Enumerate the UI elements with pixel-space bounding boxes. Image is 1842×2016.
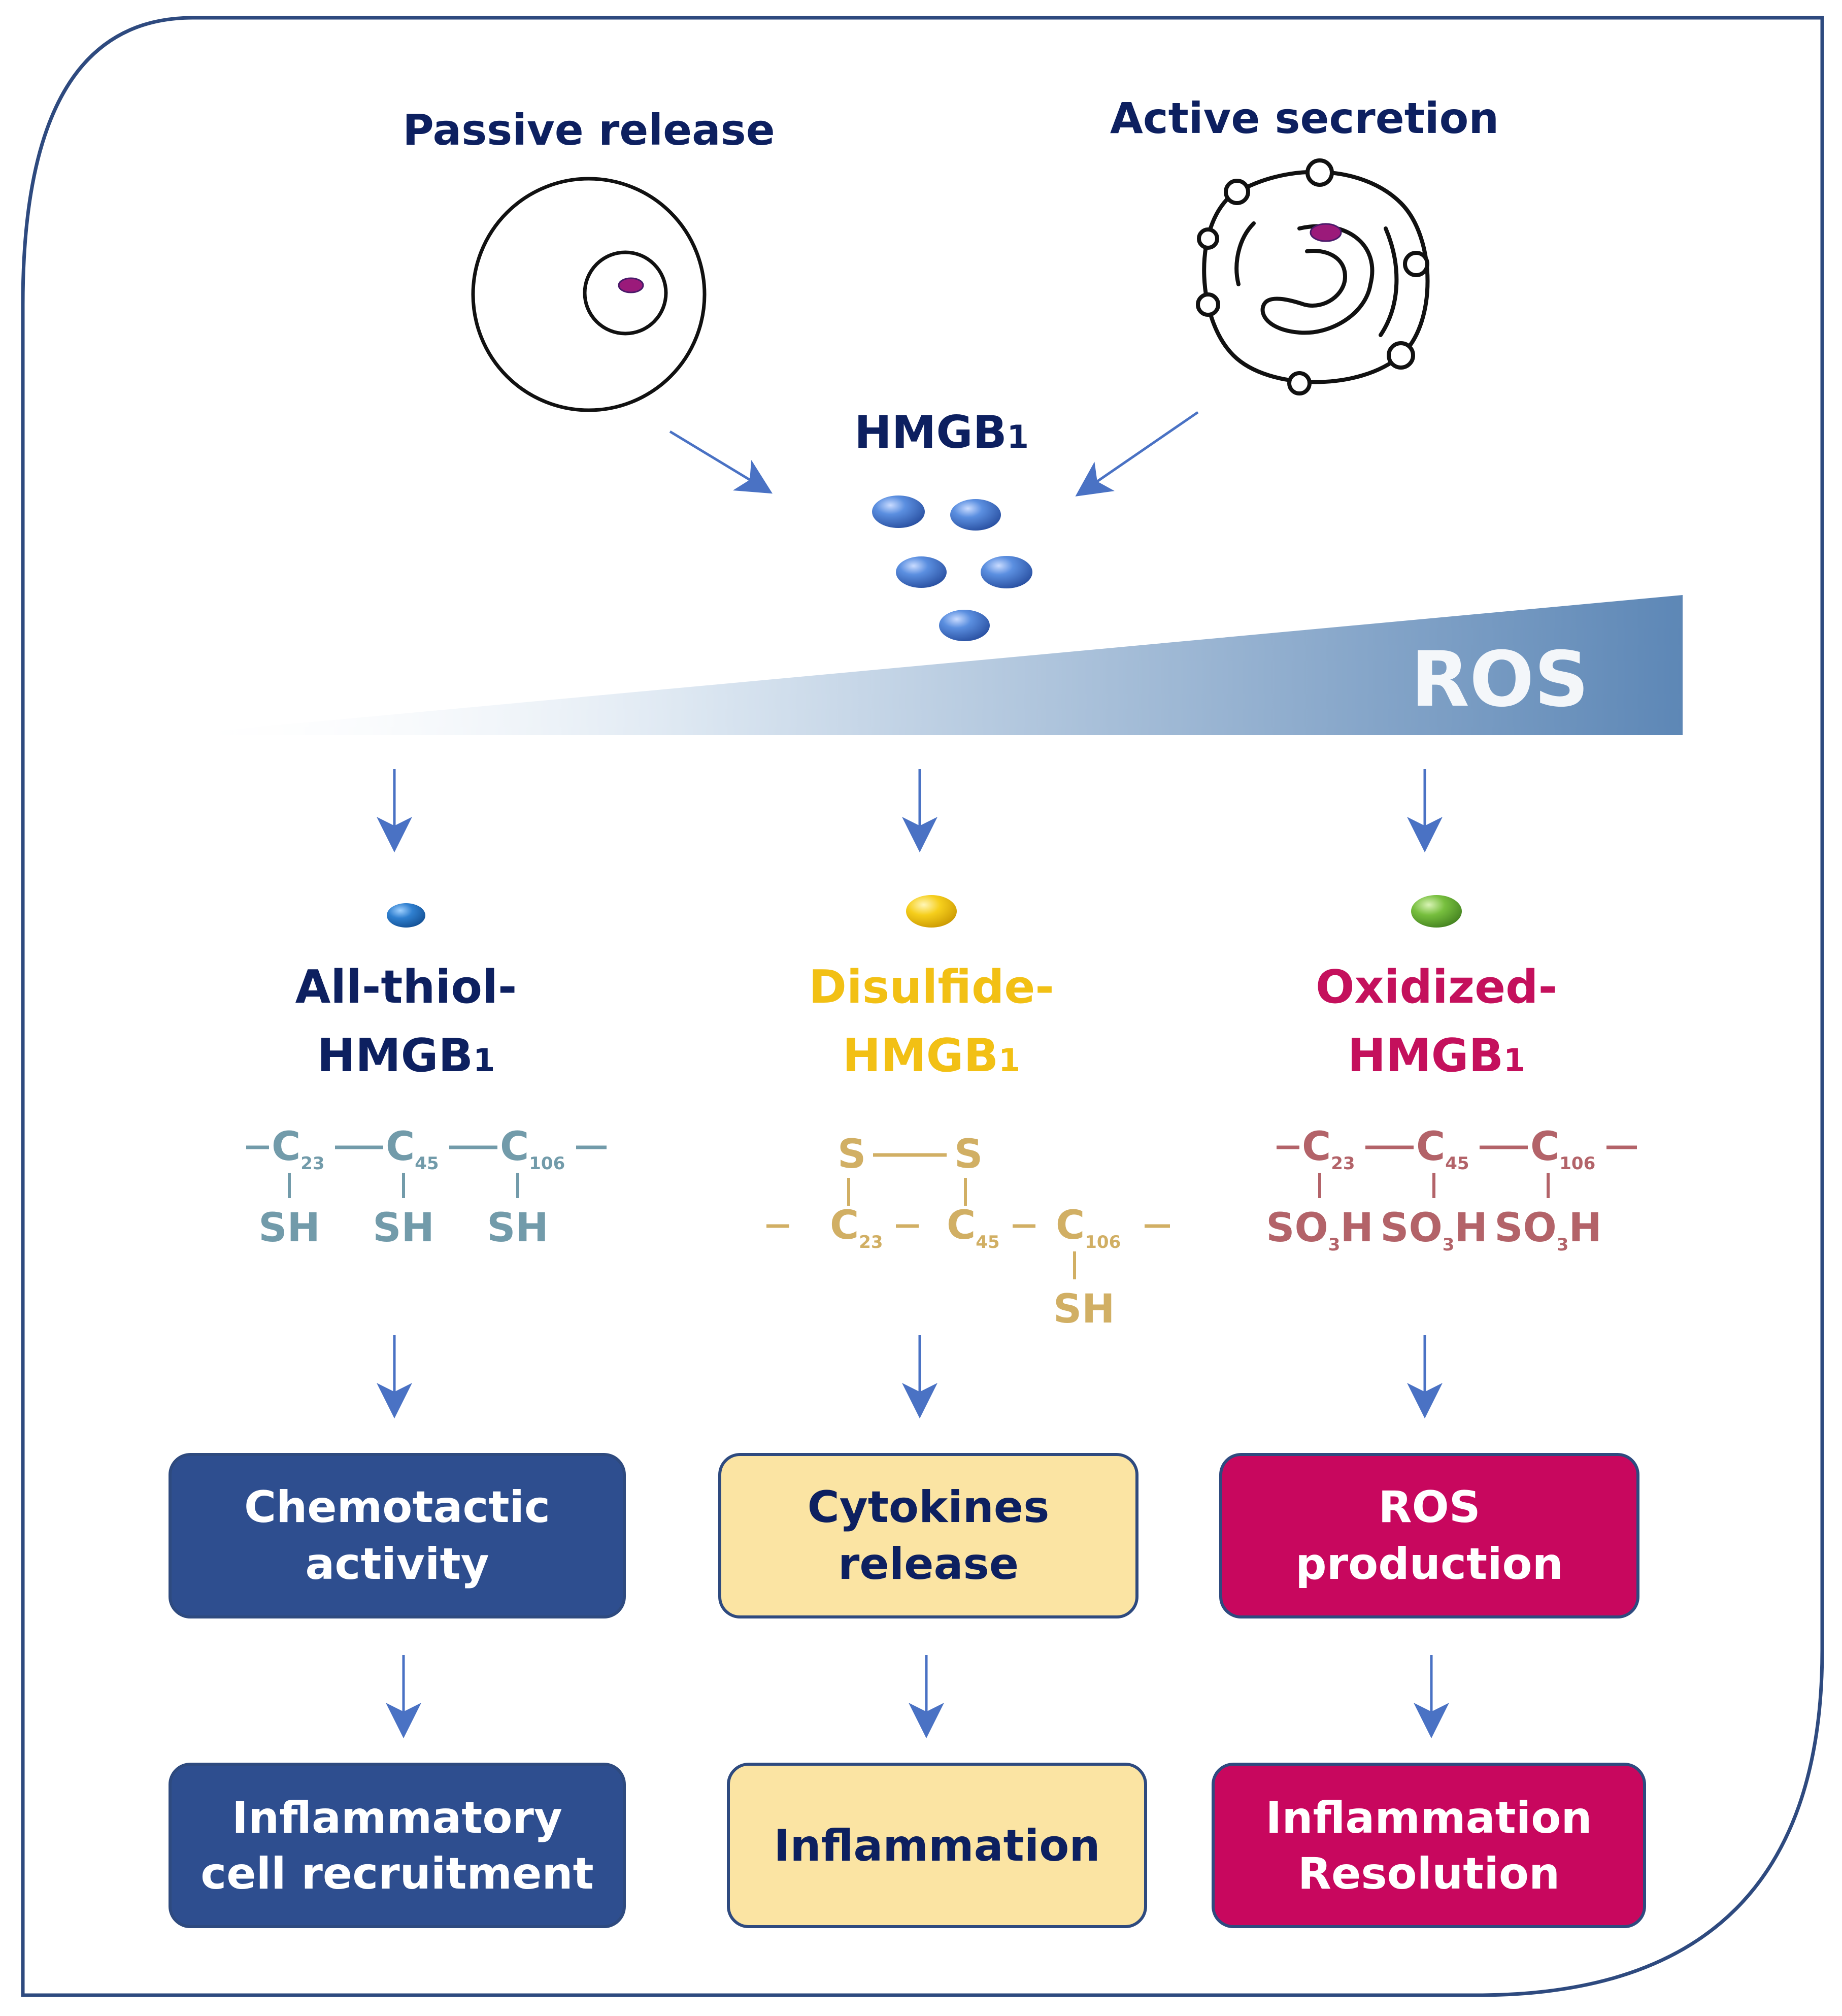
ros-gradient-wedge — [170, 595, 1683, 735]
hmgb1-center-label: HMGB1 — [854, 406, 1029, 458]
oxidized-title-line1: Oxidized- — [1316, 961, 1557, 1014]
carbon-label: C45 — [947, 1203, 1000, 1252]
substituent-label: SO3H — [1494, 1205, 1601, 1255]
passive-release-label: Passive release — [403, 105, 775, 155]
hmgb1-molecule — [939, 610, 990, 641]
active-cell-icon — [1196, 158, 1430, 395]
substituent-label: SO3H — [1380, 1205, 1487, 1255]
disulfide-effect-line1: Cytokines — [808, 1482, 1050, 1533]
all-thiol-effect-line2: activity — [305, 1539, 489, 1590]
all-thiol-effect-box: Chemotactic activity — [169, 1453, 626, 1618]
substituent-label: SH — [487, 1205, 548, 1251]
active-secretion-label: Active secretion — [1110, 93, 1499, 143]
oxidized-effect-line1: ROS — [1378, 1482, 1480, 1533]
arrow-active-to-hmgb1 — [1075, 411, 1199, 497]
oxidized-outcome-line1: Inflammation — [1265, 1793, 1592, 1843]
oxidized-outcome-line2: Resolution — [1298, 1848, 1560, 1899]
carbon-label: C23 — [830, 1203, 883, 1252]
carbon-label: C106 — [1530, 1124, 1595, 1174]
hmgb1-molecule — [872, 495, 925, 528]
all-thiol-effect-line1: Chemotactic — [244, 1482, 550, 1533]
all-thiol-molecule — [387, 903, 425, 928]
substituent-label: SH — [373, 1205, 434, 1251]
all-thiol-title-line1: All-thiol- — [295, 961, 517, 1014]
oxidized-molecule — [1411, 895, 1462, 928]
disulfide-molecule — [906, 895, 957, 928]
thiol-group-label: SH — [1053, 1286, 1115, 1332]
oxidized-effect-line2: production — [1295, 1539, 1563, 1590]
disulfide-effect-line2: release — [838, 1539, 1019, 1590]
hmgb1-molecules-cluster — [872, 495, 1032, 641]
carbon-label: C106 — [500, 1124, 565, 1174]
disulfide-effect-box: Cytokines release — [718, 1453, 1138, 1618]
substituent-label: SO3H — [1266, 1205, 1373, 1255]
hmgb1-molecule — [896, 556, 947, 588]
ros-gradient-label: ROS — [1411, 636, 1589, 724]
disulfide-chemical-structure: C23 C45 C106 S S SH — [766, 1132, 1170, 1332]
disulfide-outcome-box: Inflammation — [727, 1763, 1147, 1928]
carbon-label: C45 — [1416, 1124, 1469, 1174]
disulfide-outcome-line1: Inflammation — [774, 1821, 1100, 1871]
all-thiol-outcome-line1: Inflammatory — [232, 1793, 562, 1843]
sulfur-label: S — [954, 1132, 983, 1177]
isoform-columns: All-thiol-HMGB1C23SHC45SHC106SHChemotact… — [169, 769, 1646, 1928]
carbon-label: C106 — [1056, 1203, 1121, 1252]
disulfide-title-line1: Disulfide- — [809, 961, 1054, 1014]
disulfide-title-line2: HMGB1 — [843, 1029, 1021, 1082]
all-thiol-outcome-line2: cell recruitment — [200, 1848, 593, 1899]
outer-frame — [21, 16, 1824, 1997]
arrow-passive-to-hmgb1 — [669, 430, 773, 494]
hmgb1-molecule — [981, 556, 1032, 588]
oxidized-effect-box: ROS production — [1219, 1453, 1639, 1618]
all-thiol-title-line2: HMGB1 — [317, 1029, 495, 1082]
sulfur-label: S — [838, 1132, 866, 1177]
substituent-label: SH — [258, 1205, 320, 1251]
oxidized-title-line2: HMGB1 — [1348, 1029, 1526, 1082]
carbon-label: C23 — [272, 1124, 325, 1174]
carbon-label: C45 — [386, 1124, 439, 1174]
carbon-label: C23 — [1302, 1124, 1355, 1174]
passive-cell-icon — [471, 177, 707, 412]
hmgb1-molecule — [950, 499, 1001, 531]
